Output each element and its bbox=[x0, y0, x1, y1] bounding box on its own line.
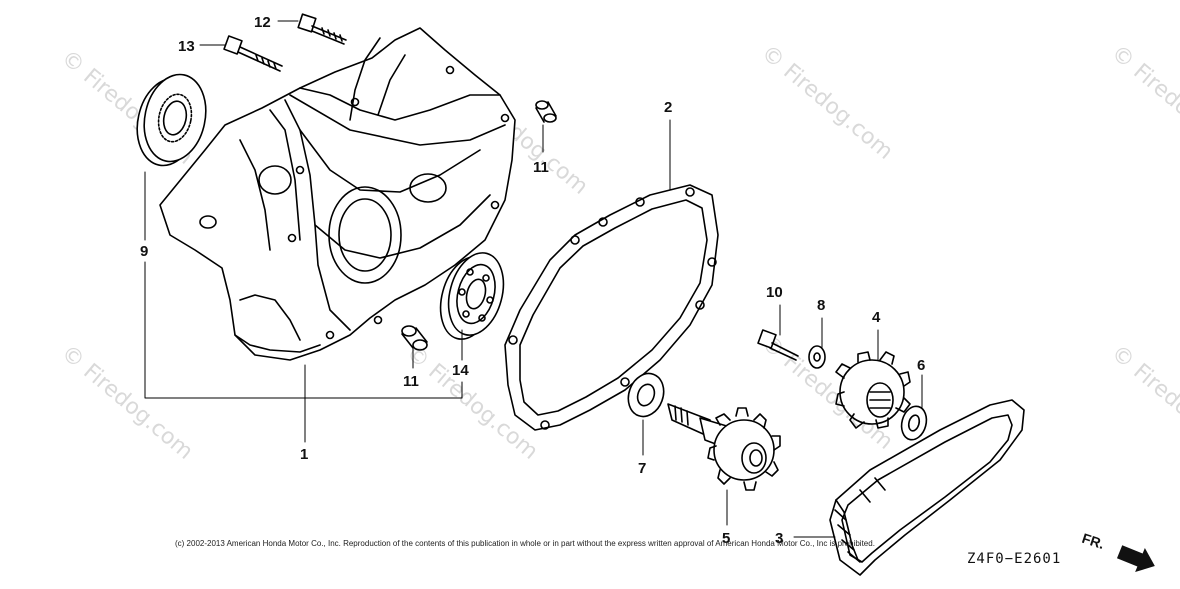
part-label-3: 3 bbox=[775, 530, 783, 547]
thrust-washer-part bbox=[627, 372, 665, 418]
gasket-part bbox=[504, 184, 719, 431]
watermark: © Firedog.com bbox=[756, 40, 897, 164]
driven-sprocket-part bbox=[835, 351, 911, 429]
drive-shaft-sprocket-part bbox=[667, 403, 781, 491]
copyright-notice: (c) 2002-2013 American Honda Motor Co., … bbox=[175, 539, 875, 548]
part-label-6: 6 bbox=[917, 357, 925, 374]
part-label-5: 5 bbox=[722, 530, 730, 547]
washer-8-part bbox=[808, 345, 826, 369]
dowel-pin-upper-part bbox=[535, 100, 557, 123]
bolt-13-part bbox=[223, 35, 283, 72]
part-label-11-upper: 11 bbox=[533, 159, 549, 176]
watermark: © Firedog.com bbox=[1106, 340, 1180, 464]
part-label-1: 1 bbox=[300, 446, 308, 463]
gear-case-part bbox=[159, 27, 516, 361]
flange-bolt-10-part bbox=[757, 329, 799, 361]
leader-lines bbox=[144, 20, 923, 538]
part-label-4: 4 bbox=[872, 309, 881, 326]
part-label-10: 10 bbox=[766, 284, 783, 301]
washer-6-part bbox=[900, 405, 928, 441]
front-direction-arrow-icon bbox=[1116, 545, 1155, 573]
part-label-12: 12 bbox=[254, 14, 271, 31]
dowel-pin-lower-part bbox=[401, 325, 428, 351]
watermark: © Firedog.com bbox=[56, 340, 197, 464]
oil-seal-part bbox=[136, 73, 207, 167]
drive-chain-part bbox=[829, 399, 1025, 576]
bolt-12-part bbox=[297, 13, 347, 45]
part-label-7: 7 bbox=[638, 460, 646, 477]
part-label-11-lower: 11 bbox=[403, 373, 419, 390]
bearing-part bbox=[439, 252, 505, 340]
part-label-9: 9 bbox=[140, 243, 148, 260]
watermark: © Firedog.com bbox=[1106, 40, 1180, 164]
part-labels: 1 2 3 4 5 6 7 8 9 10 11 11 12 13 14 bbox=[140, 14, 925, 547]
part-label-14: 14 bbox=[452, 362, 469, 379]
part-label-2: 2 bbox=[664, 99, 672, 116]
part-label-13: 13 bbox=[178, 38, 195, 55]
diagram-code: Z4F0−E2601 bbox=[967, 551, 1062, 567]
part-label-8: 8 bbox=[817, 297, 825, 314]
